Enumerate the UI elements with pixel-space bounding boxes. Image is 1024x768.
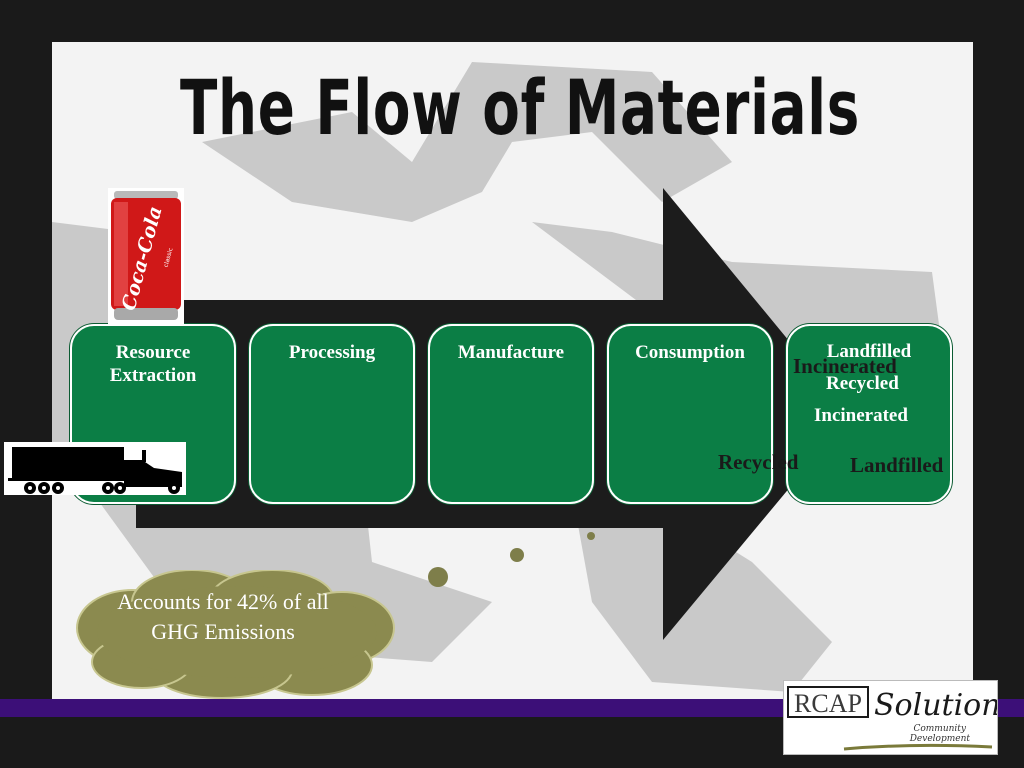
callout-text: Accounts for 42% of all GHG Emissions [117, 589, 329, 644]
stage-processing: Processing [249, 324, 415, 504]
logo-solutions-text: Solutions [874, 688, 997, 723]
logo-sub2: Development [909, 734, 971, 744]
fate-recycled: Recycled [826, 373, 899, 394]
can-variant: classic [163, 247, 175, 268]
logo-sub1: Community [913, 724, 966, 734]
truck-icon [4, 442, 186, 495]
rcap-solutions-logo: RCAP Solutions Community Development [783, 680, 1016, 755]
stage-label: Manufacture [457, 342, 565, 363]
stage-label: Processing [288, 342, 376, 363]
soda-can-icon: Coca-Cola classic [108, 188, 184, 326]
callout-cloud [76, 570, 395, 699]
stage-manufacture: Manufacture [428, 324, 594, 504]
stage-label: Resource Extraction [109, 342, 197, 386]
fate-incinerated: Incinerated [814, 405, 908, 426]
purple-band [0, 699, 1024, 717]
stage-consumption: Consumption [607, 324, 773, 504]
fate-incinerated-overlay: Incinerated [793, 354, 897, 378]
fate-recycled-overlay: Recycled [718, 450, 799, 474]
stage-label: Consumption [635, 342, 745, 363]
fate-landfilled-overlay: Landfilled [850, 453, 944, 477]
stage-label: Landfilled [826, 341, 912, 362]
stage-end-of-life: Landfilled [786, 324, 952, 504]
logo-rcap-text: RCAP [794, 689, 862, 718]
page-title: The Flow of Materials [180, 63, 860, 152]
